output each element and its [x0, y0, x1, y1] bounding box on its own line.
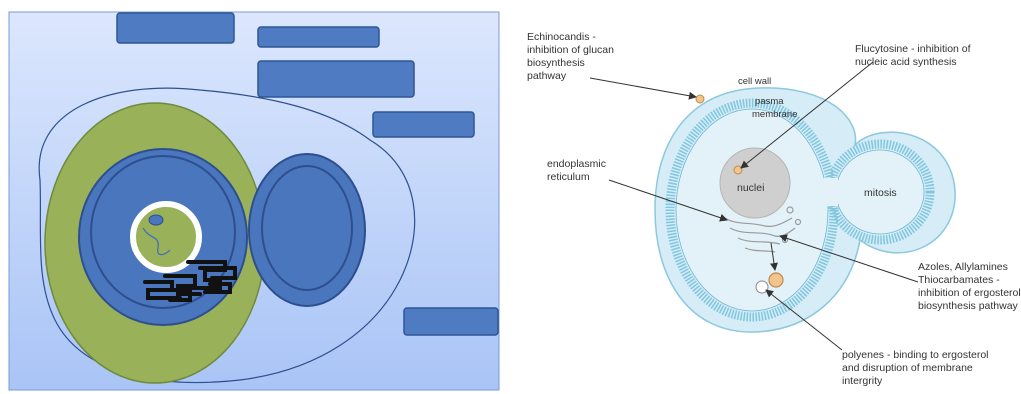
blank-label-box-3 — [258, 61, 414, 97]
label-polyenes: polyenes - binding to ergosterol and dis… — [842, 349, 991, 387]
label-azoles: Azoles, Allylamines Thiocarbamates - inh… — [918, 261, 1021, 312]
nuclei-marker — [734, 166, 742, 174]
ergosterol-marker — [769, 273, 783, 287]
label-cell-wall: cell wall — [738, 76, 771, 87]
left-cell-panel — [9, 12, 499, 390]
vacuole-dot — [149, 215, 163, 225]
polyene-marker — [756, 281, 768, 293]
arrow-echinocandis — [590, 78, 696, 97]
label-nuclei: nuclei — [737, 182, 764, 194]
right-yeast-panel: Echinocandis - inhibition of glucan bios… — [527, 31, 1021, 387]
label-endoplasmic-reticulum: endoplasmic reticulum — [547, 158, 609, 183]
bud-inner — [262, 166, 352, 290]
label-mitosis: mitosis — [864, 187, 897, 199]
blank-label-box-5 — [404, 308, 498, 335]
blank-label-box-1 — [117, 13, 234, 43]
blank-label-box-2 — [258, 27, 379, 47]
label-echinocandis: Echinocandis - inhibition of glucan bios… — [527, 31, 617, 82]
bud-neck — [824, 178, 838, 206]
cell-wall-marker — [696, 95, 704, 103]
label-flucytosine: Flucytosine - inhibition of nucleic acid… — [855, 43, 973, 68]
blank-label-box-4 — [373, 112, 474, 137]
